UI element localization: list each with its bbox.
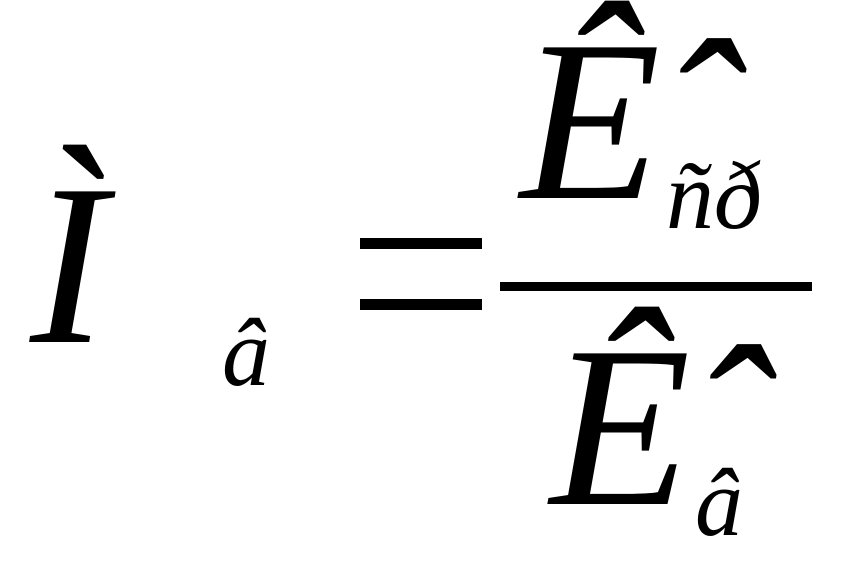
lhs-subscript: â — [222, 299, 270, 406]
denominator-symbol: Ê̂ — [550, 299, 691, 554]
denominator-subscript: â — [695, 449, 743, 556]
equals-bottom-bar — [360, 299, 482, 310]
numerator-symbol: Ê̂ — [520, 0, 661, 248]
lhs-symbol: Ì — [30, 137, 107, 392]
equals-sign — [360, 238, 482, 310]
fraction-bar — [500, 282, 812, 291]
numerator-subscript: ñð — [666, 142, 762, 249]
equals-top-bar — [360, 238, 482, 249]
